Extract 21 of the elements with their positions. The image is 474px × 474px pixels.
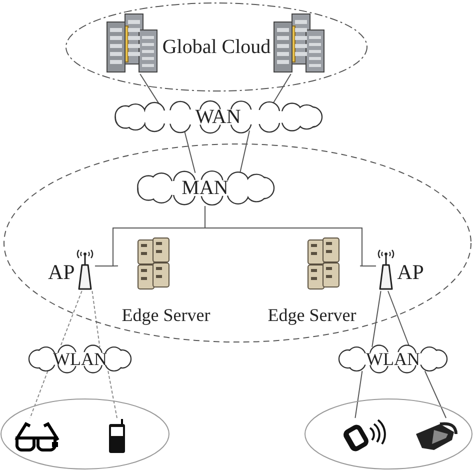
connector-line	[424, 370, 447, 418]
connector-line	[92, 290, 100, 348]
node-label: Global Cloud	[162, 37, 271, 57]
connector-line	[354, 370, 363, 418]
connector-line	[108, 370, 118, 418]
connector-line	[272, 74, 292, 105]
connector-line	[140, 74, 160, 105]
connector-line	[388, 290, 410, 348]
connector-line	[372, 290, 382, 348]
network-label: WAN	[195, 107, 241, 127]
node-label: AP	[48, 260, 75, 284]
connector-line	[60, 290, 82, 348]
node-label: Edge Server	[268, 306, 356, 324]
network-label: WLAN	[53, 350, 107, 368]
connector-line	[30, 370, 48, 418]
network-label: MAN	[182, 178, 228, 198]
node-label: Edge Server	[122, 306, 210, 324]
node-label: AP	[397, 260, 424, 284]
connector-line	[240, 130, 250, 174]
network-label: WLAN	[366, 350, 420, 368]
connector-line	[184, 130, 196, 174]
